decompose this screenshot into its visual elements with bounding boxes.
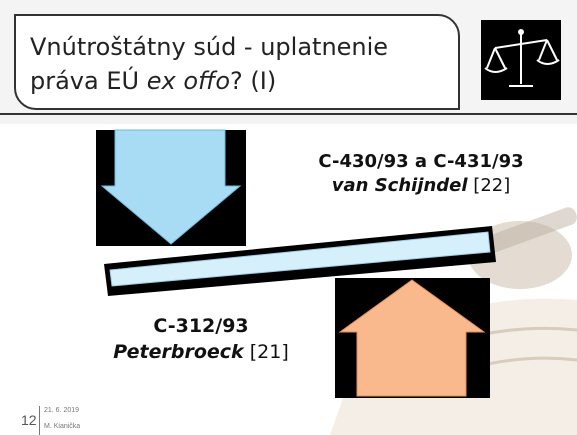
title-box [14,14,460,110]
footer-divider [39,406,40,435]
case-b-number: C-312/93 [153,315,249,337]
case-a-name: van Schijndel [331,175,468,196]
case-a-number: C-430/93 a C-431/93 [318,151,524,172]
up-arrow-icon [335,278,490,398]
balance-beam [104,226,496,296]
slide-number: 12 [21,412,37,428]
footer-date: 21. 6. 2019 [44,407,80,414]
slide-title: Vnútroštátny súd - uplatnenie práva EÚ e… [30,33,389,95]
case-b-name: Peterbroeck [113,341,244,363]
scales-image [481,20,561,100]
case-peterbroeck: C-312/93 Peterbroeck [21] [96,313,306,365]
down-arrow-icon [96,129,246,246]
case-b-ref: [21] [249,341,289,363]
case-van-schijndel: C-430/93 a C-431/93 van Schijndel [22] [276,150,566,198]
scales-of-justice-icon [484,29,560,87]
case-a-ref: [22] [473,175,511,196]
header-divider [0,113,577,115]
footer-author: M. Kianička [44,423,81,430]
